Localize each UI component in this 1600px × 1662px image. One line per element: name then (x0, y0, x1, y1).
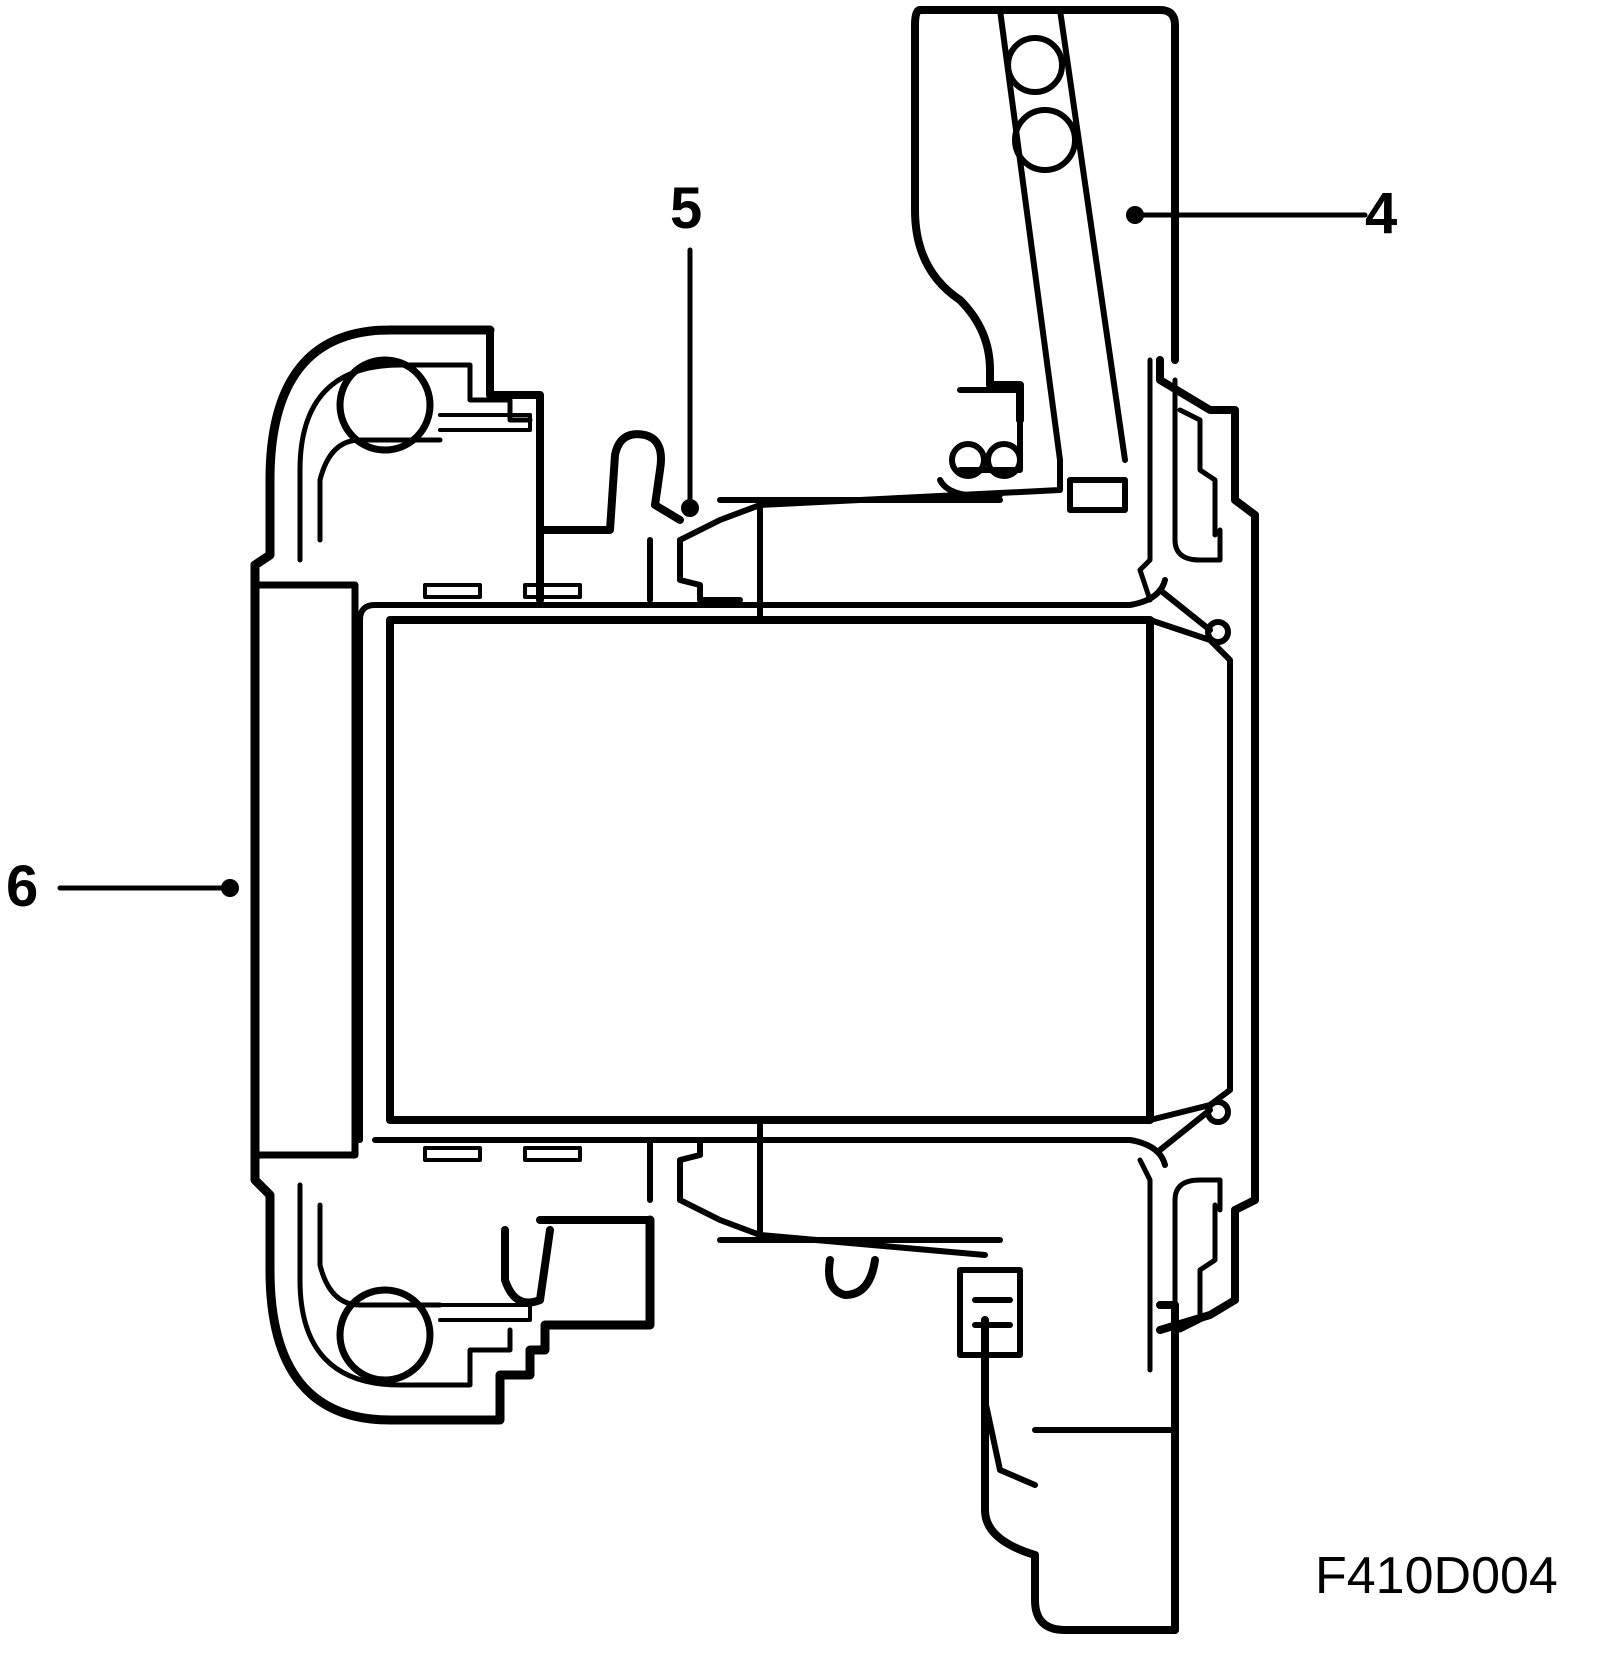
upper-step (486, 326, 684, 604)
piston-seal-top (647, 457, 1063, 618)
left-housing (250, 325, 655, 1425)
piston-seal-bottom (647, 1122, 1003, 1258)
figure-reference-code: F410D004 (1315, 1547, 1558, 1605)
pushrod-balls (1005, 35, 1078, 173)
left-housing-inner (297, 362, 533, 1388)
pushrod-channel (997, 7, 1128, 513)
right-body-inner (1137, 357, 1223, 1373)
release-bearing-ring (251, 581, 359, 1159)
bearing-balls (336, 356, 434, 1384)
bearing-races (438, 413, 532, 1322)
lower-step (501, 1216, 879, 1307)
callout-4: 4 (1365, 181, 1398, 246)
fitting-lower (957, 1267, 1178, 1488)
ring-tabs (423, 583, 582, 1162)
callout-5: 5 (670, 176, 703, 241)
leader-lines (57, 206, 1368, 897)
guide-tube (386, 616, 1154, 1124)
fitting-upper (937, 387, 1023, 499)
right-body (1156, 356, 1259, 1334)
callout-6: 6 (6, 854, 39, 919)
release-fork-boss (911, 6, 1179, 1634)
guide-tube-outer-sleeve (357, 577, 1233, 1168)
